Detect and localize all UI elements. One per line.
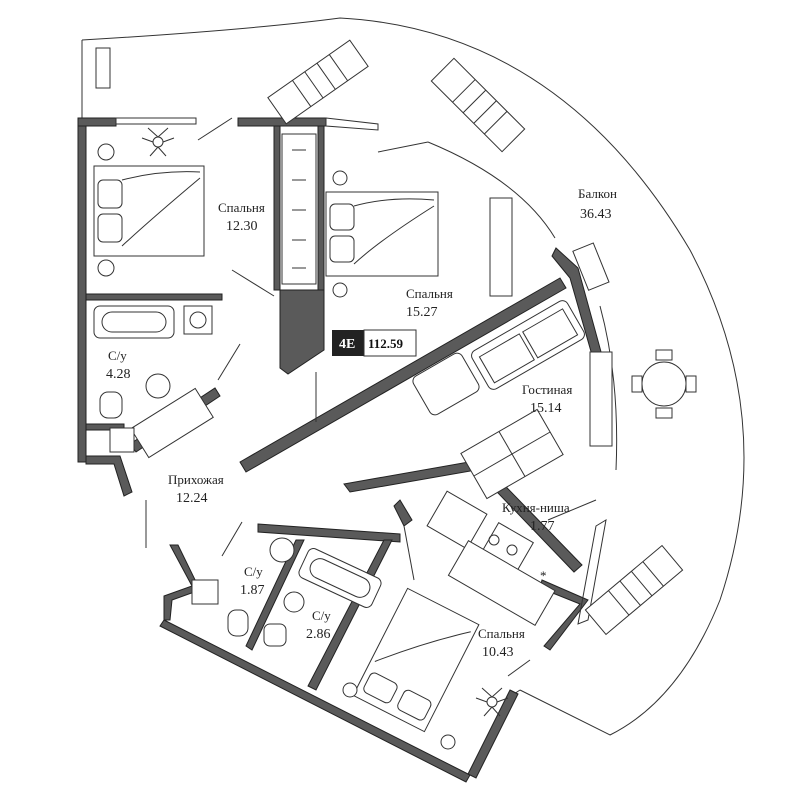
apartment-total-area: 112.59 [368,336,404,351]
plant-icon [475,687,509,717]
window-top-left [115,117,197,125]
wardrobe [281,133,317,285]
kitchen-counter: * [426,490,556,627]
round-dining-table [631,349,697,419]
svg-text:Гостиная: Гостиная [522,382,572,397]
bed-bedroom-2 [325,170,439,298]
wall-wardrobe-left [273,125,281,291]
svg-text:Балкон: Балкон [578,186,617,201]
tv-unit-bedroom [489,197,513,297]
svg-text:4.28: 4.28 [106,367,131,382]
svg-text:12.30: 12.30 [226,219,258,234]
sink-bath-3 [283,591,305,613]
leader-lines [145,117,597,677]
plant-icon [141,127,175,157]
apartment-type-code: 4E [339,337,355,352]
lamp-icon [440,734,456,750]
wall-bath2-top [257,523,401,543]
apartment-badge: 4E 112.59 [332,329,417,357]
window-kitchen-right [577,519,607,625]
curved-window-right [599,305,618,471]
lamp-icon [342,682,358,698]
room-label-bedroom-2: Спальня 15.27 [406,286,453,320]
room-label-hallway: Прихожая 12.24 [168,472,224,506]
svg-text:С/у: С/у [312,608,331,623]
svg-text:Прихожая: Прихожая [168,472,224,487]
room-label-kitchen-niche: Кухня-ниша 1.77 [502,500,570,534]
lamp-icon [332,282,348,298]
balcony-outline [81,17,745,736]
sun-lounger-top-right [430,57,526,153]
room-label-living-room: Гостиная 15.14 [522,382,572,416]
bathtub-2 [298,548,382,608]
wall-wardrobe-bottom [276,289,325,375]
svg-text:1.87: 1.87 [240,583,265,598]
wall-bath-divider [245,539,305,651]
lamp-icon [332,170,348,186]
lamp-icon [97,259,115,277]
lamp-icon [97,143,115,161]
wall-wardrobe-right [317,125,325,297]
room-label-bathroom-1: С/у 4.28 [106,348,131,382]
svg-text:С/у: С/у [108,348,127,363]
balcony-planter [95,47,111,89]
bathtub-1 [93,305,213,339]
bed-bedroom-3 [352,587,480,733]
washer-bath-2 [269,537,295,563]
svg-text:С/у: С/у [244,564,263,579]
wall-diagonal-main [239,277,567,473]
bed-bedroom-1 [93,143,205,277]
svg-text:Спальня: Спальня [478,626,525,641]
toilet-bath-1 [99,391,123,419]
curved-window [427,141,556,239]
toilet-bath-2 [227,609,249,637]
cabinet-bath-2 [191,579,219,605]
apartment-area-badge [363,329,417,357]
armchair-living [412,352,480,416]
washer-hall [109,427,135,453]
room-label-balcony: Балкон 36.43 [578,186,617,222]
sun-lounger-lower-right [584,544,684,636]
sink-bath-1 [145,373,171,399]
room-label-bedroom-1: Спальня 12.30 [218,200,265,234]
wall-top-mid [237,117,327,127]
wall-kitchen-left [393,499,413,527]
svg-text:Кухня-ниша: Кухня-ниша [502,500,570,515]
cabinet-bath-1 [130,387,214,459]
furniture: * [93,39,697,750]
svg-text:1.77: 1.77 [530,519,555,534]
wall-bedroom3-right [467,689,519,779]
toilet-bath-3 [263,623,287,647]
wall-bottom-outer [159,619,471,783]
svg-text:15.14: 15.14 [530,401,562,416]
window-top-mid [325,117,379,131]
svg-text:Спальня: Спальня [406,286,453,301]
svg-text:36.43: 36.43 [580,207,612,222]
balcony-cabinet [572,242,610,291]
apartment-type-badge [332,330,364,356]
fridge-icon: * [540,568,547,583]
room-label-bedroom-3: Спальня 10.43 [478,626,525,660]
svg-text:2.86: 2.86 [306,627,331,642]
wall-bed1-bath [85,293,223,301]
room-label-bathroom-3: С/у 2.86 [306,608,331,642]
sun-lounger-top-left [267,39,369,125]
svg-text:12.24: 12.24 [176,491,208,506]
svg-text:15.27: 15.27 [406,305,438,320]
wall-left-outer [77,121,87,463]
svg-text:Спальня: Спальня [218,200,265,215]
svg-text:10.43: 10.43 [482,645,514,660]
tv-unit-living [589,351,613,447]
room-label-bathroom-2: С/у 1.87 [240,564,265,598]
wall-hall-left [85,455,133,497]
sofa-living [471,300,585,390]
dining-table-living [460,408,564,500]
wall-top-left [77,117,117,127]
